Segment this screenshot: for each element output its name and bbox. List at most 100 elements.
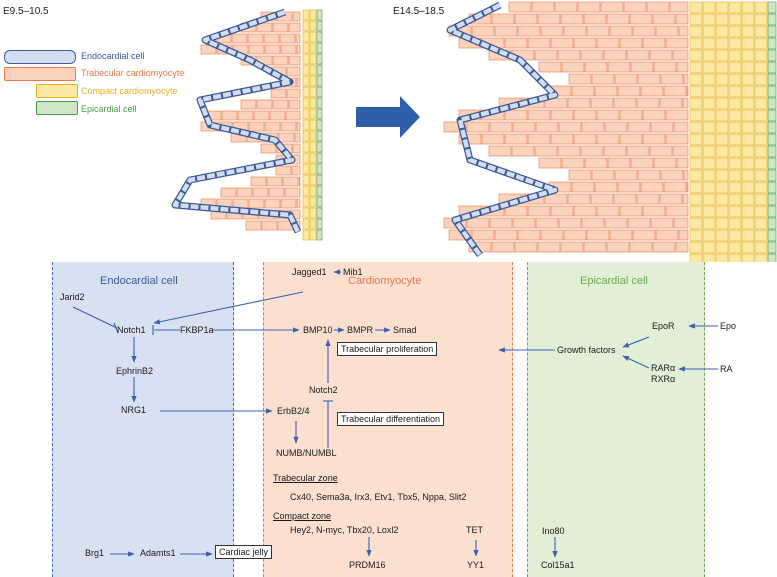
trabecular-cell — [652, 241, 676, 253]
trabecular-cell — [626, 145, 650, 157]
trabecular-cell — [659, 97, 683, 109]
epicardial-cell — [316, 229, 323, 241]
epicardial-cell — [767, 121, 777, 134]
trabecular-cell — [291, 165, 301, 176]
compact-cell — [302, 229, 310, 241]
compact-cell — [715, 157, 729, 170]
compact-cell — [754, 13, 768, 26]
trabecular-cell — [655, 25, 679, 37]
node-rara: RARα — [651, 363, 676, 373]
trabecular-cell — [672, 49, 689, 61]
trabecular-cell — [563, 25, 587, 37]
trabecular-cell — [220, 187, 237, 198]
trabecular-cell — [260, 143, 277, 154]
trabecular-cell — [568, 73, 592, 85]
epicardial-cell — [316, 163, 323, 175]
compact-zone-genes: Hey2, N-myc, Tbx20, Loxl2 — [290, 525, 399, 535]
trabecular-cell — [248, 198, 265, 209]
compact-cell — [728, 49, 742, 62]
trabecular-cell — [466, 217, 490, 229]
compact-cell — [702, 25, 716, 38]
trabecular-cell — [627, 121, 651, 133]
trabecular-cell — [600, 1, 624, 13]
compact-cell — [741, 253, 755, 262]
trabecular-cell — [508, 1, 532, 13]
trabecular-cell — [617, 85, 641, 97]
trabecular-cell — [527, 205, 551, 217]
trabecular-cell — [269, 110, 286, 121]
compact-cell — [302, 163, 310, 175]
compact-cell — [715, 49, 729, 62]
compact-cell — [702, 1, 716, 14]
compact-cell — [702, 109, 716, 122]
epicardial-cell — [767, 49, 777, 62]
compact-cell — [741, 205, 755, 218]
trabecular-cell — [678, 229, 689, 241]
trabecular-zone-genes: Cx40, Sema3a, Irx3, Etv1, Tbx5, Nppa, Sl… — [290, 492, 467, 502]
compact-cell — [741, 157, 755, 170]
trabecular-cell — [511, 145, 535, 157]
trabecular-cell — [504, 133, 528, 145]
node-trabecular-proliferation: Trabecular proliferation — [337, 342, 438, 356]
compact-cell — [715, 145, 729, 158]
trabecular-cell — [642, 205, 666, 217]
compact-cell — [309, 163, 317, 175]
compact-cell — [309, 86, 317, 98]
trabecular-cell — [614, 73, 638, 85]
compact-cell — [689, 205, 703, 218]
trabecular-cell — [659, 193, 683, 205]
compact-cell — [754, 145, 768, 158]
late-heart-wall — [443, 1, 777, 262]
trabecular-cell — [544, 193, 568, 205]
legend-swatch-epicardial — [36, 101, 78, 115]
epicardial-cell — [316, 64, 323, 76]
compact-cell — [309, 119, 317, 131]
trabecular-cell — [653, 61, 677, 73]
compact-cell — [715, 133, 729, 146]
compact-cell — [728, 97, 742, 110]
trabecular-cell — [538, 61, 562, 73]
compact-cell — [689, 13, 703, 26]
trabecular-cell — [560, 241, 584, 253]
trabecular-cell — [514, 13, 538, 25]
compact-cell — [741, 37, 755, 50]
node-prdm16: PRDM16 — [349, 560, 386, 570]
early-heart-wall — [171, 8, 323, 241]
compact-cell — [702, 85, 716, 98]
trabecular-cell — [675, 241, 689, 253]
epicardial-cell — [767, 205, 777, 218]
trabecular-cell — [272, 55, 289, 66]
compact-cell — [689, 109, 703, 122]
trabecular-cell — [517, 229, 541, 241]
legend-label-epicardial: Epicardial cell — [81, 104, 137, 114]
node-jarid2: Jarid2 — [60, 292, 85, 302]
compact-cell — [728, 13, 742, 26]
trabecular-cell — [285, 110, 301, 121]
compact-cell — [702, 229, 716, 242]
epicardial-cell — [316, 53, 323, 65]
trabecular-cell — [527, 109, 551, 121]
trabecular-cell — [665, 133, 689, 145]
trabecular-cell — [596, 109, 620, 121]
trabecular-cell — [221, 110, 238, 121]
compact-cell — [728, 157, 742, 170]
node-fkbp1a: FKBP1a — [180, 325, 214, 335]
compact-cell — [689, 181, 703, 194]
compact-cell — [741, 109, 755, 122]
endocardial-panel — [52, 262, 234, 577]
compact-cell — [754, 121, 768, 134]
trabecular-cell — [586, 229, 610, 241]
trabecular-cell — [292, 143, 301, 154]
trabecular-cell — [236, 187, 253, 198]
trabecular-cell — [567, 193, 591, 205]
epicardial-cell — [316, 185, 323, 197]
trabecular-cell — [554, 1, 578, 13]
compact-cell — [689, 253, 703, 262]
trabecular-cell — [537, 13, 561, 25]
trabecular-cell — [489, 121, 513, 133]
node-yy1: YY1 — [467, 560, 485, 570]
compact-cell — [728, 133, 742, 146]
compact-cell — [754, 217, 768, 230]
trabecular-cell — [629, 13, 653, 25]
trabecular-cell — [264, 198, 281, 209]
